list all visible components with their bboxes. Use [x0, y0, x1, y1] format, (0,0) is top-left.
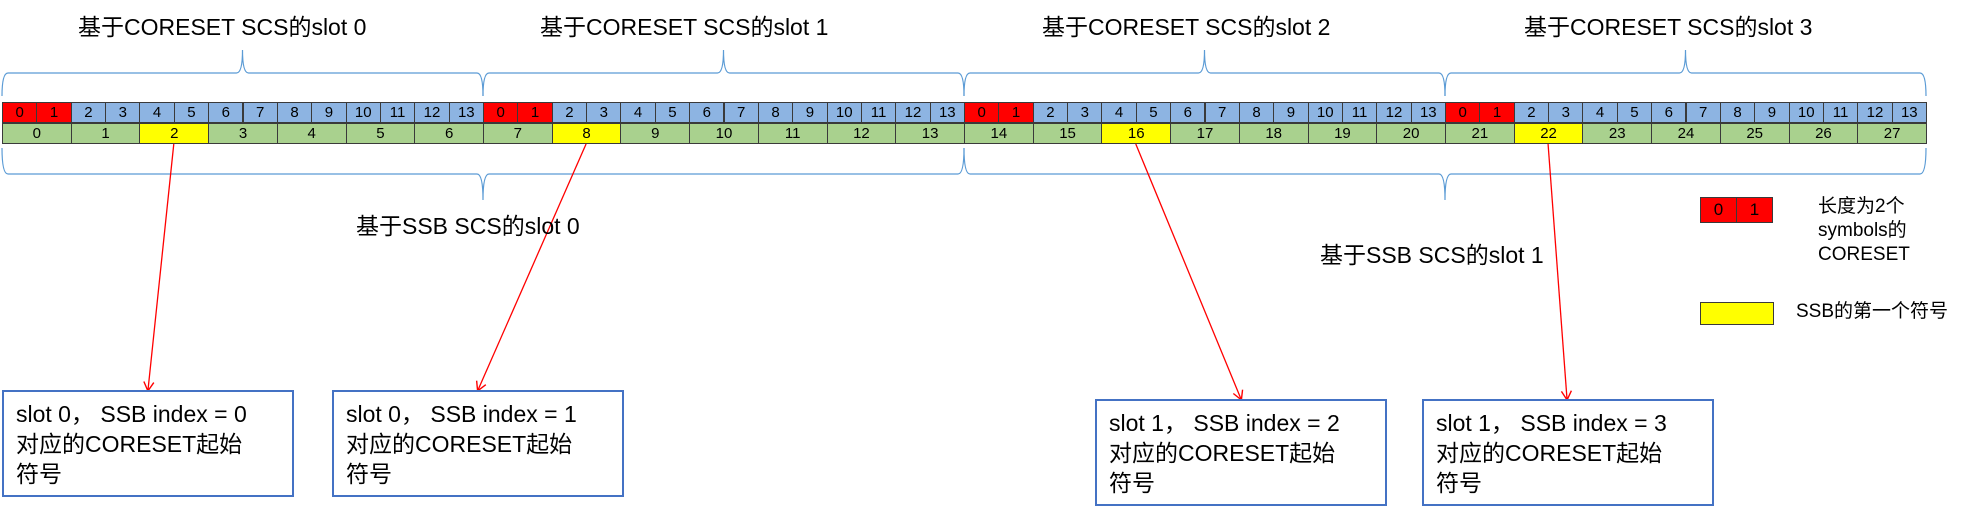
legend-coreset-text-line-3: CORESET [1818, 244, 1910, 265]
callout-ssb-index-0: slot 0， SSB index = 0 对应的CORESET起始 符号 [2, 390, 294, 497]
ssb-to-callout-arrow [143, 143, 175, 393]
ssb-symbol-cell: 13 [895, 123, 965, 144]
callout-line-1: slot 1， SSB index = 3 [1436, 410, 1667, 436]
ssb-symbol-cell: 18 [1238, 123, 1309, 144]
coreset-symbol-cell: 11 [1341, 102, 1378, 123]
coreset-symbol-cell: 0 [2, 102, 38, 123]
ssb-symbol-cell: 14 [964, 123, 1034, 144]
ssb-slot-brace [1, 147, 965, 201]
coreset-slot-3-title: 基于CORESET SCS的slot 3 [1524, 14, 1813, 40]
callout-line-1: slot 1， SSB index = 2 [1109, 410, 1340, 436]
ssb-symbol-cell: 17 [1170, 123, 1240, 144]
legend-ssb-swatch [1700, 302, 1774, 325]
ssb-symbol-cell: 23 [1582, 123, 1653, 144]
ssb-slot-1-title: 基于SSB SCS的slot 1 [1320, 242, 1544, 268]
coreset-symbol-cell: 10 [826, 102, 862, 123]
coreset-symbol-cell: 13 [448, 102, 484, 123]
callout-line-3: 符号 [1436, 470, 1482, 496]
coreset-symbol-cell: 2 [1513, 102, 1550, 123]
legend-ssb-text: SSB的第一个符号 [1796, 301, 1949, 322]
coreset-slot-brace [482, 49, 965, 97]
ssb-symbol-cell: 5 [345, 123, 416, 144]
coreset-symbol-cell: 1 [1479, 102, 1515, 123]
legend-coreset-swatch-0: 0 [1700, 197, 1737, 223]
callout-line-2: 对应的CORESET起始 [16, 431, 243, 457]
legend-coreset-text-line-2: symbols的 [1818, 220, 1907, 241]
coreset-symbol-cell: 10 [1307, 102, 1343, 123]
ssb-symbol-cell: 15 [1032, 123, 1103, 144]
coreset-slot-brace [1, 49, 484, 97]
ssb-to-callout-arrow [475, 143, 587, 393]
coreset-symbol-cell: 9 [311, 102, 347, 123]
callout-ssb-index-1: slot 0， SSB index = 1 对应的CORESET起始 符号 [332, 390, 624, 497]
ssb-to-callout-arrow [1135, 143, 1244, 402]
coreset-symbol-cell: 7 [723, 102, 759, 123]
legend-coreset-swatch-1: 1 [1736, 197, 1773, 223]
ssb-slot-0-title: 基于SSB SCS的slot 0 [356, 213, 580, 239]
coreset-symbol-cell: 7 [1204, 102, 1240, 123]
coreset-symbol-cell: 2 [70, 102, 107, 123]
legend-coreset-text-line-1: 长度为2个 [1818, 196, 1905, 217]
ssb-symbol-cell: 7 [483, 123, 553, 144]
coreset-symbol-cell: 6 [689, 102, 725, 123]
coreset-slot-brace [1444, 49, 1927, 97]
ssb-symbol-cell: 20 [1376, 123, 1446, 144]
coreset-symbol-cell: 1 [517, 102, 553, 123]
ssb-symbol-cell: 26 [1788, 123, 1859, 144]
coreset-symbol-cell: 11 [1822, 102, 1859, 123]
ssb-symbol-cell: 12 [826, 123, 897, 144]
coreset-slot-2-title: 基于CORESET SCS的slot 2 [1042, 14, 1331, 40]
callout-line-3: 符号 [346, 461, 392, 487]
coreset-symbol-cell: 3 [586, 102, 622, 123]
ssb-slot-brace [963, 147, 1927, 201]
coreset-slot-1-title: 基于CORESET SCS的slot 1 [540, 14, 829, 40]
callout-line-2: 对应的CORESET起始 [1109, 440, 1336, 466]
coreset-symbol-cell: 9 [1754, 102, 1790, 123]
coreset-symbol-cell: 12 [414, 102, 450, 123]
coreset-symbol-cell: 6 [1170, 102, 1206, 123]
coreset-symbol-cell: 9 [1273, 102, 1309, 123]
coreset-symbol-cell: 10 [1788, 102, 1824, 123]
coreset-symbol-cell: 12 [1857, 102, 1893, 123]
ssb-to-callout-arrow [1547, 143, 1573, 402]
ssb-symbol-cell: 3 [208, 123, 278, 144]
coreset-slot-0-title: 基于CORESET SCS的slot 0 [78, 14, 367, 40]
callout-line-1: slot 0， SSB index = 1 [346, 401, 577, 427]
ssb-symbol-cell: 10 [689, 123, 759, 144]
ssb-symbol-cell: 16 [1101, 123, 1172, 144]
coreset-symbol-cell: 13 [1891, 102, 1927, 123]
coreset-symbol-cell: 6 [208, 102, 244, 123]
callout-ssb-index-3: slot 1， SSB index = 3 对应的CORESET起始 符号 [1422, 399, 1714, 506]
coreset-symbol-cell: 0 [1445, 102, 1481, 123]
callout-line-3: 符号 [1109, 470, 1155, 496]
ssb-symbol-cell: 24 [1651, 123, 1721, 144]
ssb-symbol-cell: 27 [1857, 123, 1927, 144]
coreset-slot-brace [963, 49, 1446, 97]
callout-line-1: slot 0， SSB index = 0 [16, 401, 247, 427]
ssb-symbol-cell: 11 [757, 123, 828, 144]
callout-line-3: 符号 [16, 461, 62, 487]
callout-line-2: 对应的CORESET起始 [1436, 440, 1663, 466]
legend-coreset-text: 长度为2个 symbols的 CORESET [1818, 195, 1910, 267]
ssb-symbol-cell: 1 [70, 123, 141, 144]
callout-line-2: 对应的CORESET起始 [346, 431, 573, 457]
callout-ssb-index-2: slot 1， SSB index = 2 对应的CORESET起始 符号 [1095, 399, 1387, 506]
